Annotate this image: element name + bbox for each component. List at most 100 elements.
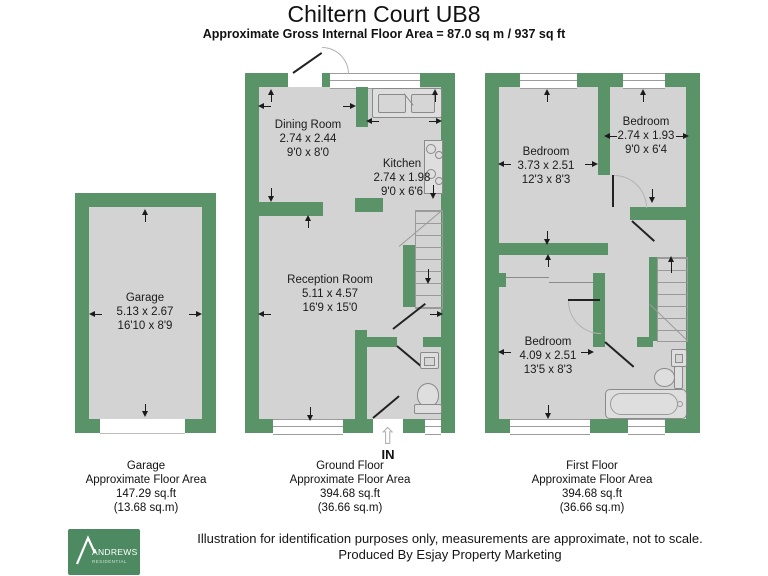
caption-line: (36.66 sq.m) <box>317 502 383 514</box>
door-leaf <box>292 52 323 74</box>
room-dims-imperial: 12'3 x 8'3 <box>521 174 571 186</box>
garage-caption: Garage Approximate Floor Area 147.29 sq.… <box>86 459 207 515</box>
burner <box>426 169 436 179</box>
room-dims-imperial: 16'9 x 15'0 <box>302 302 358 314</box>
door-leaf <box>568 299 600 301</box>
dimension-arrow-left-icon <box>366 118 379 124</box>
wall <box>598 87 610 175</box>
stair-direction-arrow-icon <box>668 256 674 273</box>
dimension-arrow-left-icon <box>258 103 271 109</box>
room-dims-metric: 2.74 x 1.93 <box>617 130 675 142</box>
wall <box>356 87 368 127</box>
room-label-kitchen: Kitchen 2.74 x 1.98 9'0 x 6'6 <box>374 157 431 199</box>
dimension-arrow-up-icon <box>142 209 148 222</box>
bath-tap <box>677 401 683 407</box>
wall <box>499 243 608 255</box>
dimension-arrow-up-icon <box>640 89 646 102</box>
logo-brand-text: ANDREWS <box>92 547 138 557</box>
burner <box>435 151 443 159</box>
bedroom-window <box>510 419 590 435</box>
kitchen-window <box>330 73 420 89</box>
room-dims-metric: 5.13 x 2.67 <box>116 306 174 318</box>
entrance-arrow-icon: ⇧ <box>378 423 398 449</box>
room-name: Reception Room <box>287 274 373 286</box>
room-dims-imperial: 9'0 x 6'4 <box>624 144 668 156</box>
caption-line: Approximate Floor Area <box>85 474 207 486</box>
dimension-arrow-left-icon <box>89 311 102 317</box>
entrance-opening <box>373 419 403 433</box>
dimension-arrow-up-icon <box>305 215 311 228</box>
bedroom-window <box>623 73 665 89</box>
room-dims-imperial: 16'10 x 8'9 <box>117 320 173 332</box>
toilet-cistern <box>414 404 442 414</box>
wall <box>637 337 653 347</box>
stair-direction-arrow-icon <box>425 269 431 284</box>
dimension-arrow-up-icon <box>545 254 551 267</box>
first-floor-plan: Bedroom 3.73 x 2.51 12'3 x 8'3 Bedroom 2… <box>485 73 700 435</box>
garage-plan: Garage 5.13 x 2.67 16'10 x 8'9 <box>75 193 216 434</box>
sink-bowl <box>411 94 435 113</box>
garage-door-opening <box>100 419 185 434</box>
bathroom-window <box>628 419 665 435</box>
room-dims-metric: 4.09 x 2.51 <box>519 350 577 362</box>
room-label-bedroom3: Bedroom 4.09 x 2.51 13'5 x 8'3 <box>520 335 577 377</box>
kitchen-sink-icon <box>372 88 442 118</box>
sink-bowl <box>378 94 406 113</box>
dimension-arrow-right-icon <box>430 311 443 317</box>
wall <box>499 273 506 287</box>
caption-line: (13.68 sq.m) <box>113 502 179 514</box>
staircase <box>657 257 688 342</box>
room-dims-imperial: 9'0 x 6'6 <box>380 186 424 198</box>
wc-window <box>425 419 441 435</box>
basin-bowl <box>675 354 683 363</box>
dimension-arrow-down-icon <box>545 405 551 419</box>
wc-basin-icon <box>420 352 439 369</box>
dimension-arrow-left-icon <box>258 311 271 317</box>
dimension-arrow-up-icon <box>432 89 438 102</box>
room-label-bedroom2: Bedroom 2.74 x 1.93 9'0 x 6'4 <box>618 115 675 157</box>
wall <box>593 337 605 347</box>
first-floor-caption: First Floor Approximate Floor Area 394.6… <box>532 459 653 515</box>
caption-line: 147.29 sq.ft <box>115 488 177 500</box>
room-dims-metric: 3.73 x 2.51 <box>517 160 575 172</box>
bathtub-inner <box>610 393 678 415</box>
bedroom-window <box>520 73 577 89</box>
room-dims-imperial: 13'5 x 8'3 <box>523 364 573 376</box>
dimension-arrow-right-icon <box>429 118 442 124</box>
room-dims-metric: 2.74 x 2.44 <box>279 133 337 145</box>
room-name: Bedroom <box>524 336 572 348</box>
page-title: Chiltern Court UB8 <box>287 1 481 27</box>
room-dims-metric: 2.74 x 1.98 <box>373 172 431 184</box>
room-dims-metric: 5.11 x 4.57 <box>301 288 359 300</box>
dimension-arrow-right-icon <box>189 311 202 317</box>
page-subtitle: Approximate Gross Internal Floor Area = … <box>202 27 566 41</box>
wall <box>403 245 415 307</box>
room-name: Garage <box>125 292 165 304</box>
wall <box>259 202 323 216</box>
wall <box>355 198 383 212</box>
burner <box>426 144 436 154</box>
burner <box>435 177 443 185</box>
room-label-reception: Reception Room 5.11 x 4.57 16'9 x 15'0 <box>287 273 373 315</box>
staircase <box>415 210 443 309</box>
disclaimer: Illustration for identification purposes… <box>140 531 760 563</box>
caption-line: Approximate Floor Area <box>531 474 653 486</box>
room-name: Bedroom <box>522 146 570 158</box>
dimension-arrow-right-icon <box>343 103 356 109</box>
room-dims-imperial: 9'0 x 8'0 <box>286 147 330 159</box>
wall <box>423 337 441 347</box>
dimension-arrow-right-icon <box>585 161 598 167</box>
caption-line: Approximate Floor Area <box>289 474 411 486</box>
disclaimer-line-2: Produced By Esjay Property Marketing <box>338 547 562 562</box>
ground-floor-plan: Dining Room 2.74 x 2.44 9'0 x 8'0 Kitche… <box>245 47 455 462</box>
ground-floor-caption: Ground Floor Approximate Floor Area 394.… <box>290 459 411 515</box>
bathtub-icon <box>605 389 687 419</box>
disclaimer-line-1: Illustration for identification purposes… <box>197 531 703 546</box>
basin-bowl <box>424 357 435 366</box>
garage-floor <box>89 207 202 419</box>
dimension-arrow-left-icon <box>604 133 617 139</box>
room-label-dining: Dining Room 2.74 x 2.44 9'0 x 8'0 <box>275 118 341 160</box>
bathroom-basin-icon <box>671 349 687 367</box>
caption-line: 394.68 sq.ft <box>319 488 381 500</box>
